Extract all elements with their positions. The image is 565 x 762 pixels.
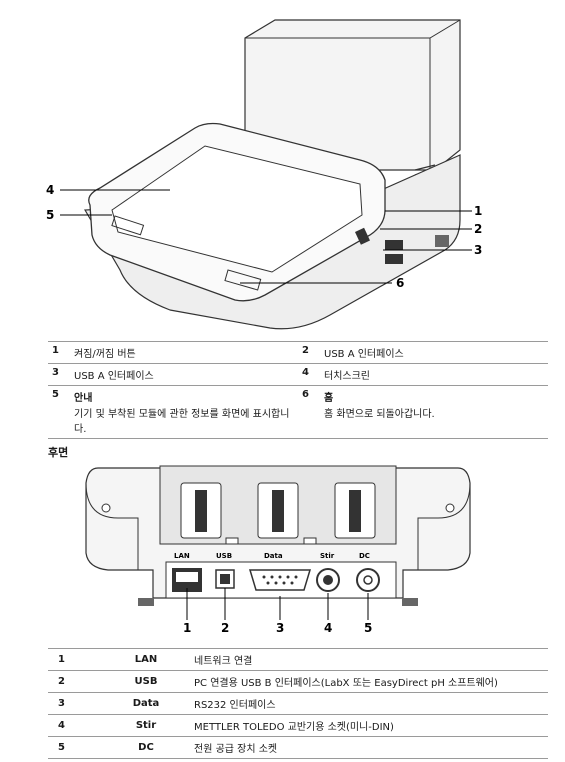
item-name: 안내 [74,393,93,404]
table-row: 1 켜짐/꺼짐 버튼 2 USB A 인터페이스 [48,341,548,364]
table-row: 5 안내 기기 및 부착된 모듈에 관한 정보를 화면에 표시합니다. 6 홈 … [48,385,548,439]
item-description: 기기 및 부착된 모듈에 관한 정보를 화면에 표시합니다. [74,409,290,435]
port-label-usb: USB [216,552,233,560]
front-callout-lines [60,189,472,284]
rear-device-illustration [85,465,471,606]
callout-5: 5 [46,208,55,222]
rear-callout-5: 5 [364,621,373,635]
table-row: 3 Data RS232 인터페이스 [48,692,548,715]
port-label-dc: DC [359,552,370,560]
section-title-rear: 후면 [48,446,69,459]
rear-callout-lines [186,588,369,620]
table-row: 1 LAN 네트워크 연결 [48,648,548,671]
item-description: 홈 화면으로 되돌아갑니다. [324,409,435,420]
callout-3: 3 [474,243,483,257]
table-row: 3 USB A 인터페이스 4 터치스크린 [48,363,548,386]
callout-4: 4 [46,183,55,197]
port-label-stir: Stir [320,552,335,560]
rear-legend-table: 1 LAN 네트워크 연결 2 USB PC 연결용 USB B 인터페이스(L… [48,648,548,759]
callout-6: 6 [396,276,405,290]
table-row: 4 Stir METTLER TOLEDO 교반기용 소켓(미니-DIN) [48,714,548,737]
rear-callout-2: 2 [221,621,230,635]
item-name: 홈 [324,393,334,404]
table-row: 5 DC 전원 공급 장치 소켓 [48,736,548,759]
table-row: 2 USB PC 연결용 USB B 인터페이스(LabX 또는 EasyDir… [48,670,548,693]
front-legend-table: 1 켜짐/꺼짐 버튼 2 USB A 인터페이스 3 USB A 인터페이스 4… [48,341,548,439]
port-label-data: Data [264,552,283,560]
front-device-illustration [83,19,461,330]
rear-callout-1: 1 [183,621,192,635]
callout-2: 2 [474,222,483,236]
rear-callout-3: 3 [276,621,285,635]
rear-callout-4: 4 [324,621,333,635]
callout-1: 1 [474,204,483,218]
port-label-lan: LAN [174,552,190,560]
